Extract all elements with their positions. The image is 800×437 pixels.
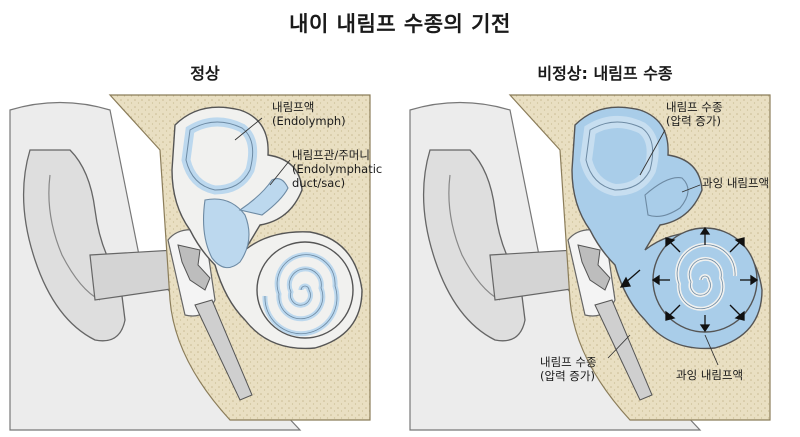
duct-label-ko: 내림프관/주머니 xyxy=(292,148,370,162)
abnormal-diagram xyxy=(409,94,771,431)
endolymphatic-sac-swollen xyxy=(644,177,689,217)
page-title: 내이 내림프 수종의 기전 xyxy=(289,12,511,36)
abnormal-heading: 비정상: 내림프 수종 xyxy=(537,64,673,83)
endolymph-label: 내림프액 (Endolymph) xyxy=(272,100,346,128)
cochlea-normal xyxy=(256,241,354,339)
pressure-arrows xyxy=(619,226,759,333)
duct-label-en-2: duct/sac) xyxy=(292,176,346,190)
hydrops-top-label: 내림프 수종 (압력 증가) xyxy=(666,100,723,128)
endolymphatic-duct-label: 내림프관/주머니 (Endolymphatic duct/sac) xyxy=(292,148,382,190)
hydrops-top-ko: 내림프 수종 xyxy=(666,100,723,114)
eustachian-tube-right xyxy=(594,299,653,401)
hydrops-bottom-sub: (압력 증가) xyxy=(540,369,595,383)
hydrops-bottom-label: 내림프 수종 (압력 증가) xyxy=(540,355,597,383)
normal-diagram xyxy=(9,94,371,431)
ossicles-right xyxy=(577,244,611,291)
endolymph-label-ko: 내림프액 xyxy=(272,100,315,114)
duct-label-en-1: (Endolymphatic xyxy=(292,162,383,176)
normal-heading: 정상 xyxy=(190,64,220,83)
excess-endolymph-bottom-label: 과잉 내림프액 xyxy=(676,368,744,382)
hydrops-bottom-ko: 내림프 수종 xyxy=(540,355,597,369)
vestibule-endolymph xyxy=(203,198,250,269)
excess-endolymph-top-label: 과잉 내림프액 xyxy=(702,176,770,190)
ossicles xyxy=(177,244,211,291)
endolymph-label-en: (Endolymph) xyxy=(272,114,346,128)
hydrops-top-sub: (압력 증가) xyxy=(666,114,721,128)
endolymphatic-duct xyxy=(238,178,289,216)
eustachian-tube xyxy=(194,299,253,401)
